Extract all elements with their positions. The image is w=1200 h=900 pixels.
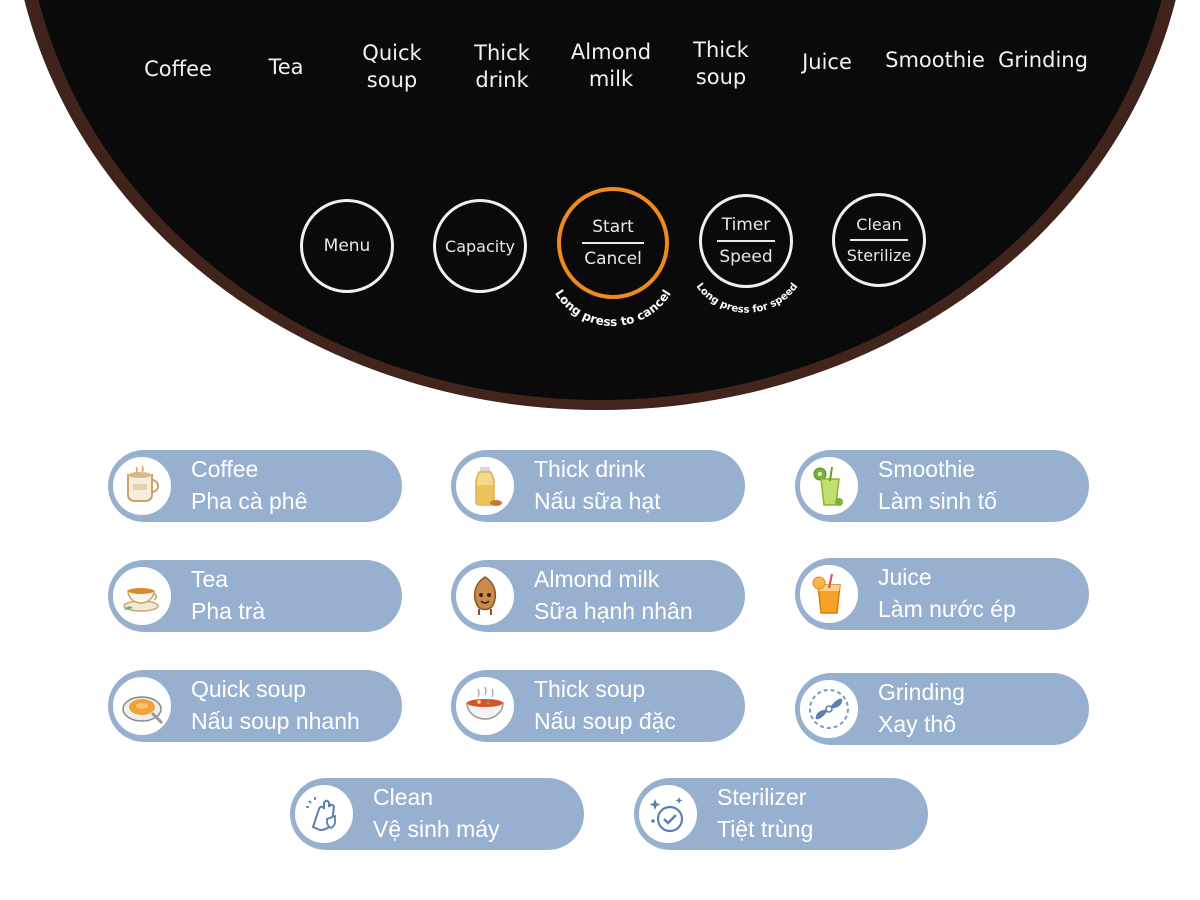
long-press-cancel-text: Long press to cancel	[552, 287, 674, 329]
timer-label: Timer	[721, 215, 771, 235]
feature-almond-milk-vi: Sữa hạnh nhân	[534, 598, 693, 624]
soup-plate-icon	[110, 674, 174, 738]
svg-text:Long press to cancel: Long press to cancel	[552, 287, 674, 329]
sterilize-label: Sterilize	[846, 246, 912, 265]
feature-thick-soup-en: Thick soup	[534, 676, 646, 702]
menu-button-label: Menu	[323, 236, 371, 256]
feature-sterilizer: Sterilizer Tiệt trùng	[634, 778, 928, 850]
start-divider	[582, 242, 644, 244]
feature-almond-milk: Almond milk Sữa hạnh nhân	[451, 560, 745, 632]
feature-thick-drink: Thick drink Nấu sữa hạt	[451, 450, 745, 522]
feature-juice-en: Juice	[878, 564, 932, 590]
timer-divider	[717, 240, 775, 242]
menu-label-tea: Tea	[268, 55, 304, 79]
coffee-cup-icon	[110, 454, 174, 518]
feature-quick-soup-en: Quick soup	[191, 676, 307, 702]
long-press-cancel-hint: Long press to cancel	[552, 287, 674, 329]
feature-clean-vi: Vệ sinh máy	[373, 816, 500, 842]
feature-thick-soup-vi: Nấu soup đặc	[534, 708, 676, 734]
speed-label: Speed	[719, 247, 773, 267]
menu-label-almond-milk: Almond milk	[570, 40, 652, 91]
clean-label: Clean	[856, 215, 902, 234]
feature-smoothie-en: Smoothie	[878, 456, 976, 482]
capacity-button-label: Capacity	[445, 236, 515, 256]
feature-almond-milk-en: Almond milk	[534, 566, 660, 592]
feature-coffee: Coffee Pha cà phê	[108, 450, 402, 522]
feature-quick-soup-vi: Nấu soup nhanh	[191, 708, 360, 734]
soup-bowl-icon	[453, 674, 517, 738]
clean-sterilize-button[interactable]: Clean Sterilize	[832, 193, 926, 287]
feature-smoothie: Smoothie Làm sinh tố	[795, 450, 1089, 522]
tea-cup-icon	[110, 564, 174, 628]
blade-icon	[797, 677, 861, 741]
cancel-label: Cancel	[584, 249, 642, 269]
long-press-speed-text: Long press for speed	[694, 281, 800, 315]
menu-label-quick-soup: Quick soup	[362, 41, 422, 92]
feature-sterilizer-vi: Tiệt trùng	[717, 816, 814, 842]
almond-icon	[453, 564, 517, 628]
feature-tea: Tea Pha trà	[108, 560, 402, 632]
capacity-button[interactable]: Capacity	[433, 199, 527, 293]
smoothie-glass-icon	[797, 454, 861, 518]
start-cancel-button[interactable]: Start Cancel	[557, 187, 669, 299]
juice-glass-icon	[797, 562, 861, 626]
feature-tea-vi: Pha trà	[191, 598, 266, 624]
feature-quick-soup: Quick soup Nấu soup nhanh	[108, 670, 402, 742]
svg-text:Long press for speed: Long press for speed	[694, 281, 800, 315]
feature-coffee-vi: Pha cà phê	[191, 488, 308, 514]
menu-label-grinding: Grinding	[998, 48, 1088, 72]
menu-label-thick-soup: Thick soup	[693, 38, 749, 89]
long-press-speed-hint: Long press for speed	[694, 281, 800, 315]
menu-label-thick-drink: Thick drink	[474, 41, 530, 92]
milk-bottle-icon	[453, 454, 517, 518]
menu-button[interactable]: Menu	[300, 199, 394, 293]
feature-grinding: Grinding Xay thô	[795, 673, 1089, 745]
feature-coffee-en: Coffee	[191, 456, 259, 482]
feature-sterilizer-en: Sterilizer	[717, 784, 807, 810]
feature-juice: Juice Làm nước ép	[795, 558, 1089, 630]
feature-juice-vi: Làm nước ép	[878, 596, 1016, 622]
feature-thick-drink-vi: Nấu sữa hạt	[534, 488, 661, 514]
feature-clean-en: Clean	[373, 784, 434, 810]
feature-grinding-en: Grinding	[878, 679, 965, 705]
clean-hand-icon	[292, 782, 356, 846]
menu-label-coffee: Coffee	[144, 57, 212, 81]
menu-label-smoothie: Smoothie	[885, 48, 985, 72]
menu-label-juice: Juice	[802, 50, 852, 74]
control-panel: Coffee Tea Quick soup Thick drink Almond…	[0, 0, 1200, 410]
feature-tea-en: Tea	[191, 566, 229, 592]
timer-speed-button[interactable]: Timer Speed	[699, 194, 793, 288]
sterilize-check-icon	[636, 782, 700, 846]
feature-thick-soup: Thick soup Nấu soup đặc	[451, 670, 745, 742]
feature-grinding-vi: Xay thô	[878, 711, 956, 737]
feature-smoothie-vi: Làm sinh tố	[878, 488, 997, 514]
feature-thick-drink-en: Thick drink	[534, 456, 646, 482]
feature-clean: Clean Vệ sinh máy	[290, 778, 584, 850]
clean-divider	[850, 239, 908, 241]
start-label: Start	[592, 217, 634, 237]
